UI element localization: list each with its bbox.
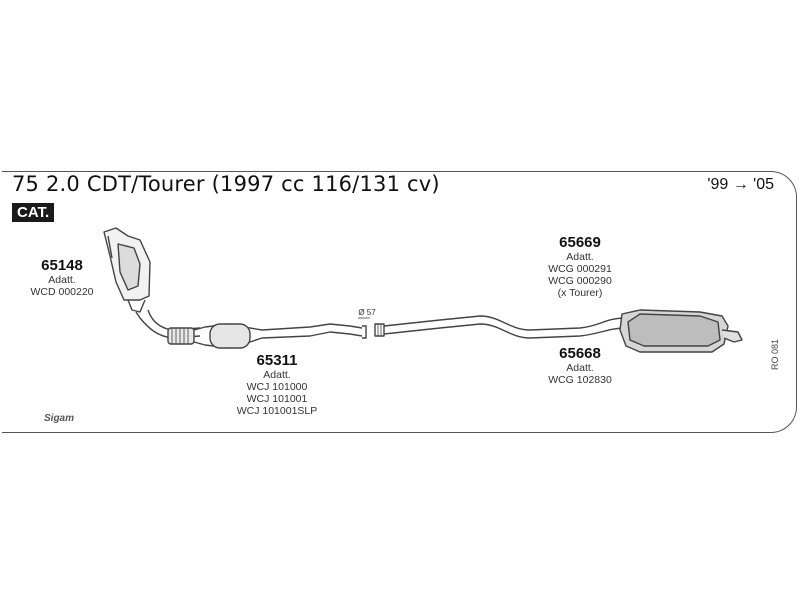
part-detail: WCJ 101000 (246, 381, 308, 393)
part-detail: WCD 000220 (30, 286, 94, 298)
part-65669: 65669 Adatt. WCG 000291 WCG 000290 (x To… (530, 234, 630, 300)
part-detail: WCG 000291 (548, 263, 612, 275)
part-number: 65668 (559, 345, 601, 362)
rear-silencer-65668 (619, 309, 743, 353)
part-detail: Adatt. (263, 369, 291, 381)
brand-logo: Sigam (44, 413, 75, 424)
pipe-clamp (358, 317, 385, 337)
part-detail: Adatt. (566, 251, 594, 263)
part-number: 65311 (256, 352, 298, 369)
cat-badge: CAT. (12, 203, 55, 222)
part-detail: WCJ 101001 (246, 393, 308, 405)
part-65148: 65148 Adatt. WCD 000220 (22, 257, 102, 299)
part-number: 65669 (559, 234, 601, 251)
diagram-frame (2, 171, 797, 433)
part-number: 65148 (41, 257, 83, 274)
catalytic-converter (103, 227, 151, 313)
front-pipe-65311 (193, 323, 367, 349)
vehicle-title: 75 2.0 CDT/Tourer (1997 cc 116/131 cv) (12, 172, 440, 196)
flex-section (167, 327, 195, 345)
part-65668: 65668 Adatt. WCG 102830 (530, 345, 630, 387)
part-detail: WCG 102830 (548, 374, 612, 386)
part-65311: 65311 Adatt. WCJ 101000 WCJ 101001 WCJ 1… (222, 352, 332, 418)
part-detail: (x Tourer) (557, 287, 603, 299)
rear-pipe-65669 (383, 315, 627, 339)
part-detail: Adatt. (48, 274, 76, 286)
part-detail: WCJ 101001SLP (236, 405, 318, 417)
part-detail: Adatt. (566, 362, 594, 374)
diameter-label: Ø 57 (358, 308, 376, 317)
reference-code: RO 081 (770, 338, 780, 370)
year-range: '99 → '05 (707, 176, 774, 193)
part-detail: WCG 000290 (548, 275, 612, 287)
